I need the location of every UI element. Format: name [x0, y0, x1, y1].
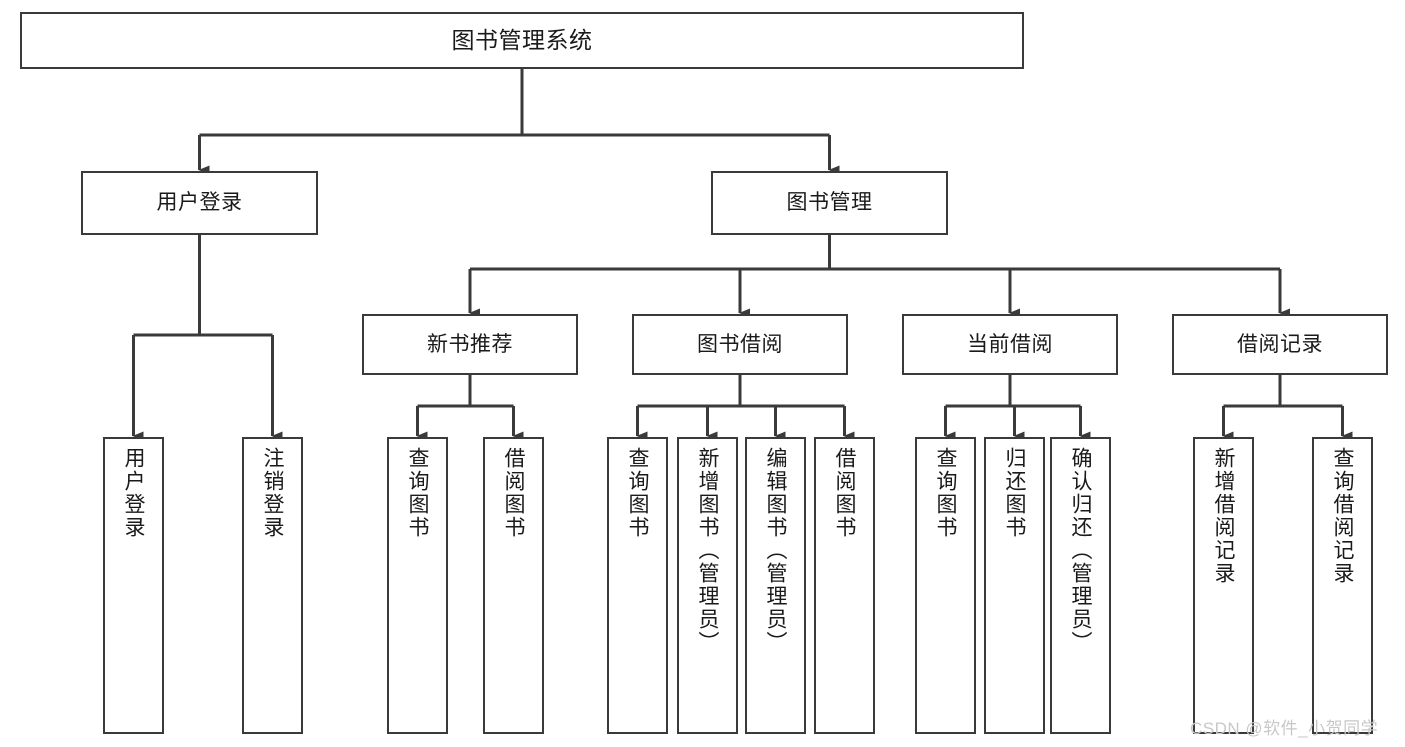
- node-label: 借阅记录: [1237, 332, 1323, 356]
- node-label: 新增借阅记录: [1212, 447, 1235, 585]
- node-user-login[interactable]: 用户登录: [81, 171, 318, 235]
- node-label: 归还图书: [1003, 447, 1026, 539]
- node-label: 借阅图书: [502, 447, 525, 539]
- node-label: 用户登录: [156, 191, 243, 215]
- node-leaf-query-book-2[interactable]: 查询图书: [607, 437, 668, 734]
- node-leaf-query-record[interactable]: 查询借阅记录: [1312, 437, 1373, 734]
- node-label: 查询借阅记录: [1331, 447, 1354, 585]
- node-leaf-borrow-book-2[interactable]: 借阅图书: [814, 437, 875, 734]
- node-leaf-edit-book[interactable]: 编辑图书（管理员）: [745, 437, 806, 734]
- node-label: 确认归还（管理员）: [1069, 447, 1092, 654]
- node-label: 注销登录: [261, 447, 284, 539]
- node-label: 新书推荐: [427, 332, 513, 356]
- node-leaf-logout[interactable]: 注销登录: [242, 437, 303, 734]
- node-leaf-add-record[interactable]: 新增借阅记录: [1193, 437, 1254, 734]
- node-root[interactable]: 图书管理系统: [20, 12, 1024, 69]
- node-leaf-borrow-book-1[interactable]: 借阅图书: [483, 437, 544, 734]
- node-label: 查询图书: [934, 447, 957, 539]
- watermark-text: CSDN @软件_小贺同学: [1190, 719, 1379, 738]
- node-label: 借阅图书: [833, 447, 856, 539]
- node-label: 查询图书: [626, 447, 649, 539]
- node-label: 当前借阅: [967, 332, 1053, 356]
- node-leaf-query-book-1[interactable]: 查询图书: [387, 437, 448, 734]
- node-leaf-user-login[interactable]: 用户登录: [103, 437, 164, 734]
- node-book-borrow[interactable]: 图书借阅: [632, 314, 848, 375]
- node-label: 图书借阅: [697, 332, 783, 356]
- node-borrow-record[interactable]: 借阅记录: [1172, 314, 1388, 375]
- node-leaf-return-book[interactable]: 归还图书: [984, 437, 1045, 734]
- node-new-book-rec[interactable]: 新书推荐: [362, 314, 578, 375]
- node-book-manage[interactable]: 图书管理: [711, 171, 948, 235]
- node-label: 新增图书（管理员）: [696, 447, 719, 654]
- node-current-borrow[interactable]: 当前借阅: [902, 314, 1118, 375]
- node-label: 图书管理系统: [451, 26, 593, 53]
- node-leaf-add-book[interactable]: 新增图书（管理员）: [677, 437, 738, 734]
- node-label: 图书管理: [786, 191, 873, 215]
- node-label: 编辑图书（管理员）: [764, 447, 787, 654]
- node-label: 查询图书: [406, 447, 429, 539]
- node-label: 用户登录: [122, 447, 145, 539]
- node-leaf-confirm-return[interactable]: 确认归还（管理员）: [1050, 437, 1111, 734]
- node-leaf-query-book-3[interactable]: 查询图书: [915, 437, 976, 734]
